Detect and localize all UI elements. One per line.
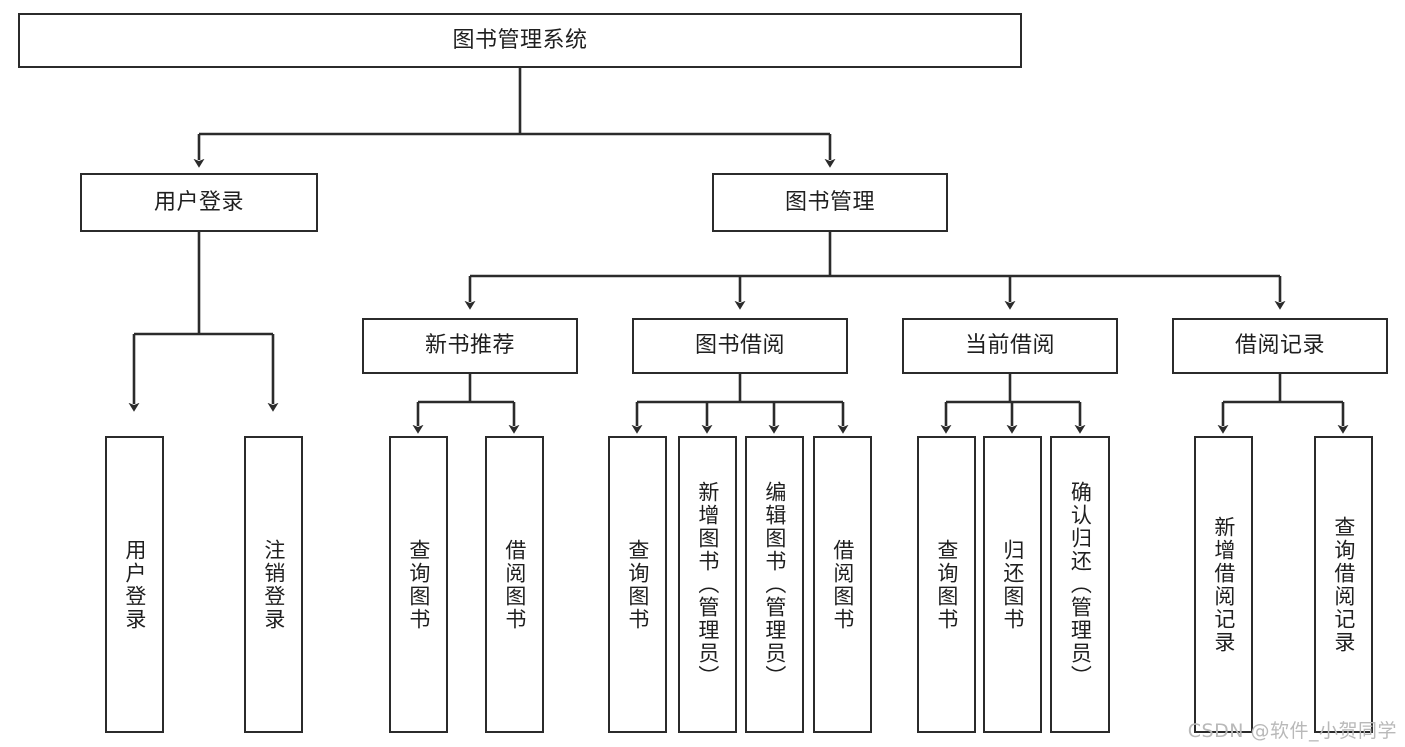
node-leaf-query-book-3[interactable]: 查询图书 <box>917 436 976 733</box>
node-leaf-query-book-2[interactable]: 查询图书 <box>608 436 667 733</box>
node-new-book-recommend[interactable]: 新书推荐 <box>362 318 578 374</box>
node-leaf-confirm-return[interactable]: 确认归还（管理员） <box>1050 436 1110 733</box>
node-leaf-edit-book-label: 编辑图书（管理员） <box>762 481 787 688</box>
node-leaf-borrow-book-2[interactable]: 借阅图书 <box>813 436 872 733</box>
node-current-borrow[interactable]: 当前借阅 <box>902 318 1118 374</box>
node-leaf-confirm-return-label: 确认归还（管理员） <box>1068 481 1093 688</box>
node-leaf-user-login[interactable]: 用户登录 <box>105 436 164 733</box>
node-book-manage-label: 图书管理 <box>784 189 875 215</box>
node-leaf-add-record-label: 新增借阅记录 <box>1211 515 1236 654</box>
node-leaf-borrow-book-1-label: 借阅图书 <box>502 538 527 631</box>
node-leaf-borrow-book-1[interactable]: 借阅图书 <box>485 436 544 733</box>
node-root-label: 图书管理系统 <box>452 27 588 53</box>
node-leaf-logout-login[interactable]: 注销登录 <box>244 436 303 733</box>
node-user-login[interactable]: 用户登录 <box>80 173 318 232</box>
node-leaf-query-book-3-label: 查询图书 <box>934 538 959 631</box>
node-leaf-query-book-1[interactable]: 查询图书 <box>389 436 448 733</box>
node-leaf-logout-login-label: 注销登录 <box>261 538 286 631</box>
node-borrow-record-label: 借阅记录 <box>1234 333 1325 359</box>
node-leaf-add-book[interactable]: 新增图书（管理员） <box>678 436 737 733</box>
node-leaf-add-book-label: 新增图书（管理员） <box>695 481 720 688</box>
node-leaf-borrow-book-2-label: 借阅图书 <box>830 538 855 631</box>
node-borrow-record[interactable]: 借阅记录 <box>1172 318 1388 374</box>
node-leaf-query-book-2-label: 查询图书 <box>625 538 650 631</box>
node-book-borrow[interactable]: 图书借阅 <box>632 318 848 374</box>
node-current-borrow-label: 当前借阅 <box>964 333 1055 359</box>
node-leaf-add-record[interactable]: 新增借阅记录 <box>1194 436 1253 733</box>
node-leaf-user-login-label: 用户登录 <box>122 538 147 631</box>
node-leaf-query-book-1-label: 查询图书 <box>406 538 431 631</box>
node-leaf-return-book[interactable]: 归还图书 <box>983 436 1042 733</box>
node-leaf-query-record-label: 查询借阅记录 <box>1331 515 1356 654</box>
node-leaf-return-book-label: 归还图书 <box>1000 538 1025 631</box>
csdn-watermark: CSDN @软件_小贺同学 <box>1187 720 1397 742</box>
node-leaf-edit-book[interactable]: 编辑图书（管理员） <box>745 436 804 733</box>
node-user-login-label: 用户登录 <box>153 189 244 215</box>
node-book-manage[interactable]: 图书管理 <box>712 173 948 232</box>
node-new-book-recommend-label: 新书推荐 <box>424 333 515 359</box>
node-root[interactable]: 图书管理系统 <box>18 13 1022 68</box>
node-book-borrow-label: 图书借阅 <box>694 333 785 359</box>
node-leaf-query-record[interactable]: 查询借阅记录 <box>1314 436 1373 733</box>
